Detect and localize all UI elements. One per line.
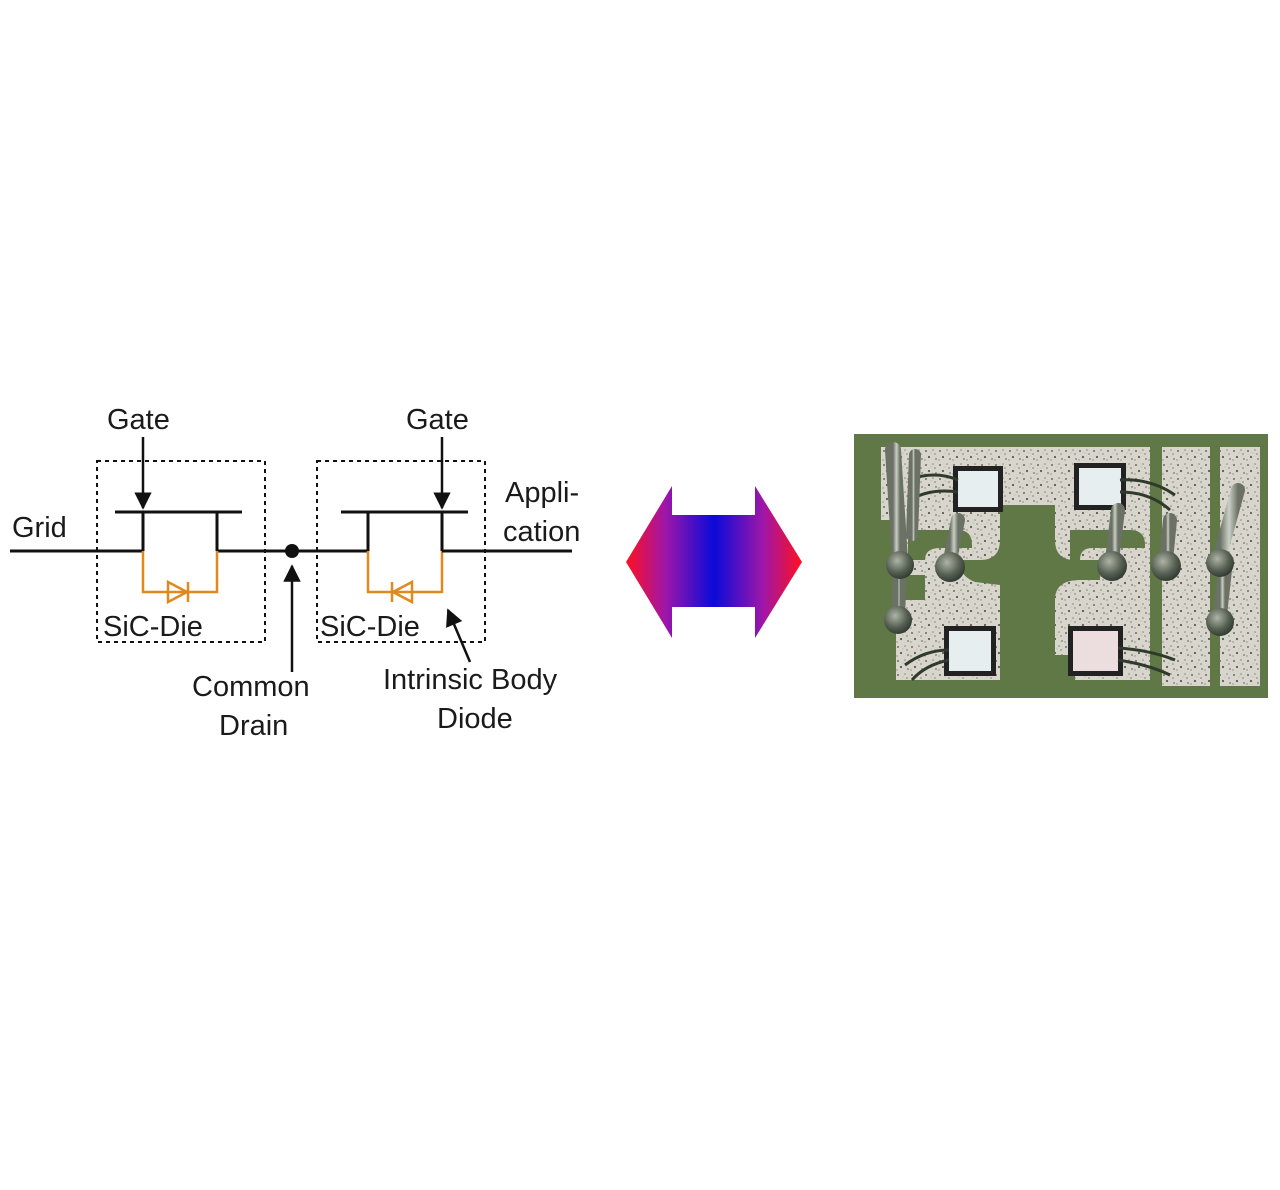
application-label-2: cation xyxy=(503,516,580,548)
double-arrow-icon xyxy=(626,486,802,638)
die-bottom-right xyxy=(1068,626,1123,676)
die-top-right xyxy=(1074,463,1126,510)
pin-heads xyxy=(884,549,1234,636)
left-gate-label: Gate xyxy=(107,404,170,436)
power-module-photo xyxy=(854,434,1268,698)
right-die-label: SiC-Die xyxy=(320,611,420,643)
body-diode-arrow xyxy=(446,608,472,663)
die-bottom-left xyxy=(944,626,996,676)
right-gate-label: Gate xyxy=(406,404,469,436)
die-top-left xyxy=(953,466,1003,512)
body-diode-label-2: Diode xyxy=(437,703,513,735)
left-die-label: SiC-Die xyxy=(103,611,203,643)
grid-label: Grid xyxy=(12,512,67,544)
application-label-1: Appli- xyxy=(505,477,579,509)
left-body-diode xyxy=(141,551,219,605)
right-transistor-symbol xyxy=(341,510,468,551)
left-transistor-symbol xyxy=(115,510,292,553)
common-drain-label-1: Common xyxy=(192,671,310,703)
common-drain-label-2: Drain xyxy=(219,710,288,742)
right-body-diode xyxy=(366,551,444,605)
schematic: Grid SiC-Die Gate Common Drain SiC-Die xyxy=(10,404,580,742)
body-diode-label-1: Intrinsic Body xyxy=(383,664,558,696)
